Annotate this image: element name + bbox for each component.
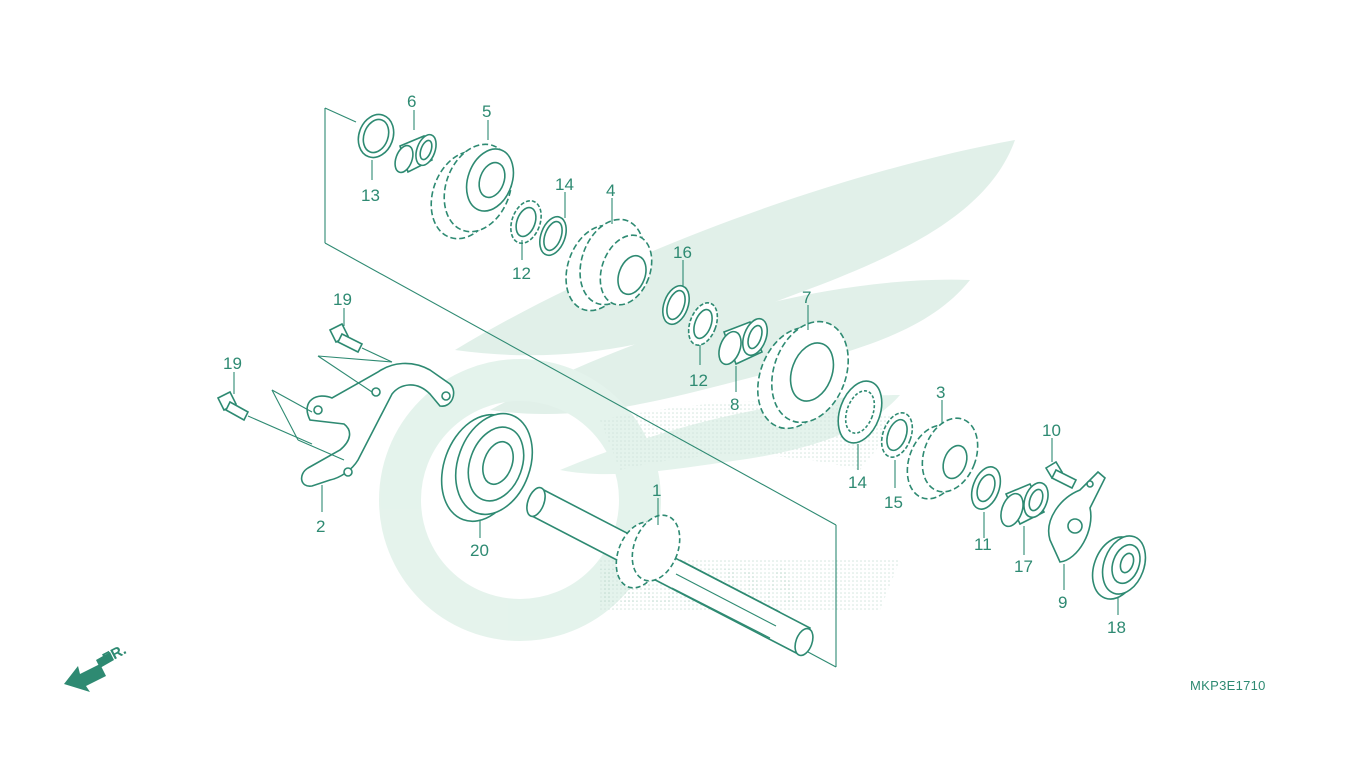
callout-17: 17 — [1014, 557, 1033, 576]
part-20-ball-bearing — [440, 412, 534, 523]
callout-8: 8 — [730, 395, 739, 414]
front-direction-arrow — [64, 652, 114, 692]
part-15-circlip — [357, 113, 395, 159]
callout-11: 11 — [974, 535, 992, 554]
part-18-ball-bearing — [1091, 535, 1147, 600]
part-16-circlip-lower — [662, 284, 690, 326]
callout-5: 5 — [482, 102, 491, 121]
callout-7: 7 — [802, 288, 811, 307]
callout-1: 1 — [652, 481, 661, 500]
callout-20: 20 — [470, 541, 489, 560]
callout-19-lower: 19 — [223, 354, 242, 373]
part-19-bolt-upper — [328, 322, 393, 363]
callout-18: 18 — [1107, 618, 1126, 637]
part-17-needle-bearing — [1000, 481, 1049, 528]
callout-16-lower: 16 — [673, 243, 692, 262]
diagram-code: MKP3E1710 — [1190, 678, 1266, 693]
part-16-circlip-upper — [539, 215, 567, 257]
callout-16-upper: 14 — [555, 175, 574, 194]
part-9-plate — [1047, 470, 1106, 563]
callout-12-lower: 12 — [689, 371, 708, 390]
callout-2: 2 — [316, 517, 325, 536]
callout-4: 4 — [606, 181, 615, 200]
part-14-washer — [880, 412, 914, 458]
part-11-washer — [970, 466, 1002, 510]
callout-9: 9 — [1058, 593, 1067, 612]
callout-14: 15 — [884, 493, 903, 512]
callouts: 6 5 13 14 4 12 16 7 12 8 3 10 14 15 11 1… — [223, 92, 1126, 637]
callout-12-upper: 12 — [512, 264, 531, 283]
callout-6: 6 — [407, 92, 416, 111]
part-12-washer-upper — [510, 199, 542, 245]
part-3-gear — [906, 417, 979, 500]
part-5-gear — [430, 143, 515, 240]
part-1-mainshaft — [526, 486, 814, 657]
part-7-gear — [756, 320, 850, 430]
part-8-needle-bearing — [718, 317, 769, 366]
part-10-bolt — [1044, 460, 1078, 490]
part-2-stopper-plate — [300, 362, 455, 487]
part-6-bushing — [394, 133, 437, 174]
part-19-bolt-lower — [216, 390, 313, 445]
leader-lines — [233, 110, 1119, 615]
callout-13: 14 — [848, 473, 867, 492]
part-13-washer — [837, 380, 883, 444]
part-12-washer-lower — [687, 302, 719, 346]
callout-3: 3 — [936, 383, 945, 402]
callout-15: 13 — [361, 186, 380, 205]
callout-19-upper: 19 — [333, 290, 352, 309]
assembly-outline — [324, 107, 837, 668]
part-4-gear-cluster — [565, 218, 653, 312]
callout-10: 10 — [1042, 421, 1061, 440]
